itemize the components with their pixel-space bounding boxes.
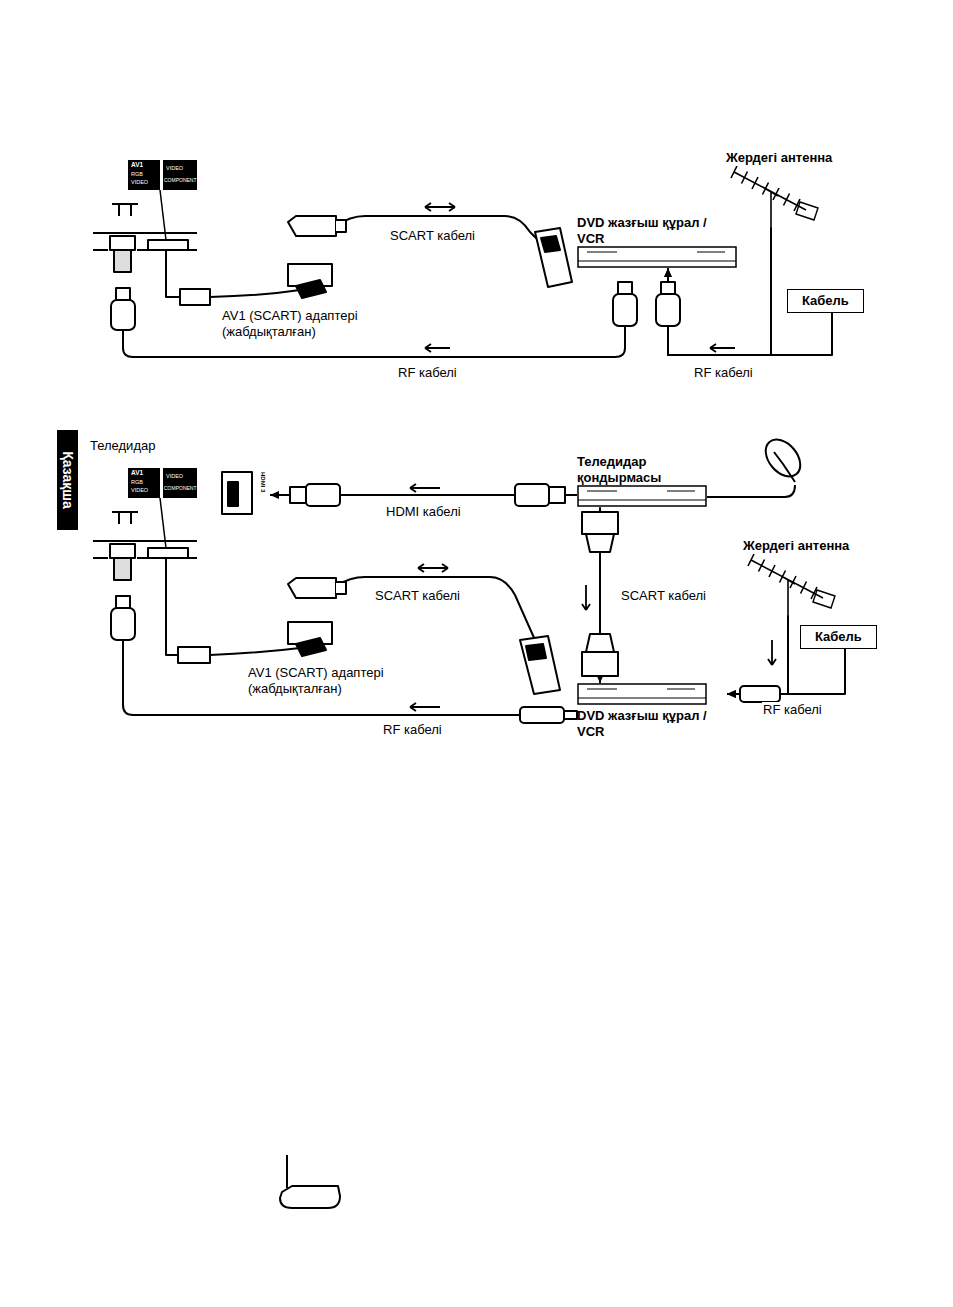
device-name: Теледидар — [90, 438, 270, 454]
tv-panel — [93, 468, 197, 580]
antenna-elements — [748, 554, 823, 616]
device-front — [578, 689, 706, 698]
rf-wire — [111, 282, 680, 357]
antenna-node: Жердегі антенна — [726, 150, 836, 228]
port-label: VIDEO — [131, 487, 148, 494]
cable-label: SCART кабелі — [620, 588, 707, 604]
scart-cable — [166, 216, 572, 305]
device-name: Жердегі антенна — [726, 150, 836, 166]
tv-panel — [93, 160, 197, 272]
cable-label: RF кабелі — [762, 702, 823, 718]
port-label: COMPONENT — [164, 485, 197, 491]
adapter-label: AV1 (SCART) адаптері (жабдықталған) — [248, 665, 413, 696]
device-name: DVD жазғыш құрал / VCR — [577, 215, 737, 246]
cable-box: Кабель — [800, 625, 877, 649]
device-body — [578, 247, 736, 267]
cable-label: RF кабелі — [398, 365, 457, 381]
device-symbol — [577, 683, 707, 705]
port-label: VIDEO — [166, 165, 183, 172]
scart-cable — [166, 512, 618, 694]
antenna-symbol — [726, 166, 836, 228]
device-front — [578, 491, 706, 500]
cable-label: SCART кабелі — [375, 588, 460, 604]
signal-arrows — [410, 484, 776, 711]
antenna-reflector — [813, 590, 835, 608]
language-name: Қазақша — [60, 451, 76, 509]
port-label: VIDEO — [166, 473, 183, 480]
device-front — [578, 252, 736, 261]
port-label: COMPONENT — [164, 177, 197, 183]
cable-label: HDMI кабелі — [385, 504, 462, 520]
source-name: Кабель — [815, 629, 862, 645]
antenna-symbol — [743, 554, 853, 616]
port-label: HDMI 3 — [259, 472, 266, 492]
cable-label: SCART кабелі — [390, 228, 475, 244]
cable-box: Кабель — [787, 289, 864, 313]
source-name: Кабель — [802, 293, 849, 309]
port-label: VIDEO — [131, 179, 148, 186]
cable-label: RF кабелі — [383, 722, 442, 738]
settop-node: Теледидар қондырмасы — [577, 454, 707, 507]
cable-label: RF кабелі — [693, 365, 754, 381]
antenna-reflector — [796, 202, 818, 220]
rf-wire — [111, 596, 780, 723]
recorder-node: DVD жазғыш құрал / VCR — [577, 215, 737, 268]
device-name: Теледидар қондырмасы — [577, 454, 707, 485]
language-tab: Қазақша — [57, 430, 78, 530]
adapter-label: AV1 (SCART) адаптері (жабдықталған) — [222, 308, 387, 339]
port-label: AV1 — [131, 469, 143, 477]
device-body — [578, 486, 706, 506]
device-name: DVD жазғыш құрал / VCR — [577, 708, 727, 739]
device-name: Жердегі антенна — [743, 538, 853, 554]
recorder-node: DVD жазғыш құрал / VCR — [577, 683, 727, 739]
port-label: RGB — [131, 479, 143, 486]
satellite-dish — [707, 433, 807, 497]
antenna-node: Жердегі антенна — [743, 538, 853, 616]
cable-connector — [727, 616, 788, 694]
device-body — [578, 684, 706, 704]
wifi-router — [280, 1155, 340, 1208]
device-symbol — [577, 485, 707, 507]
antenna-elements — [731, 166, 806, 228]
port-label: AV1 — [131, 161, 143, 169]
device-symbol — [577, 246, 737, 268]
port-label: RGB — [131, 171, 143, 178]
